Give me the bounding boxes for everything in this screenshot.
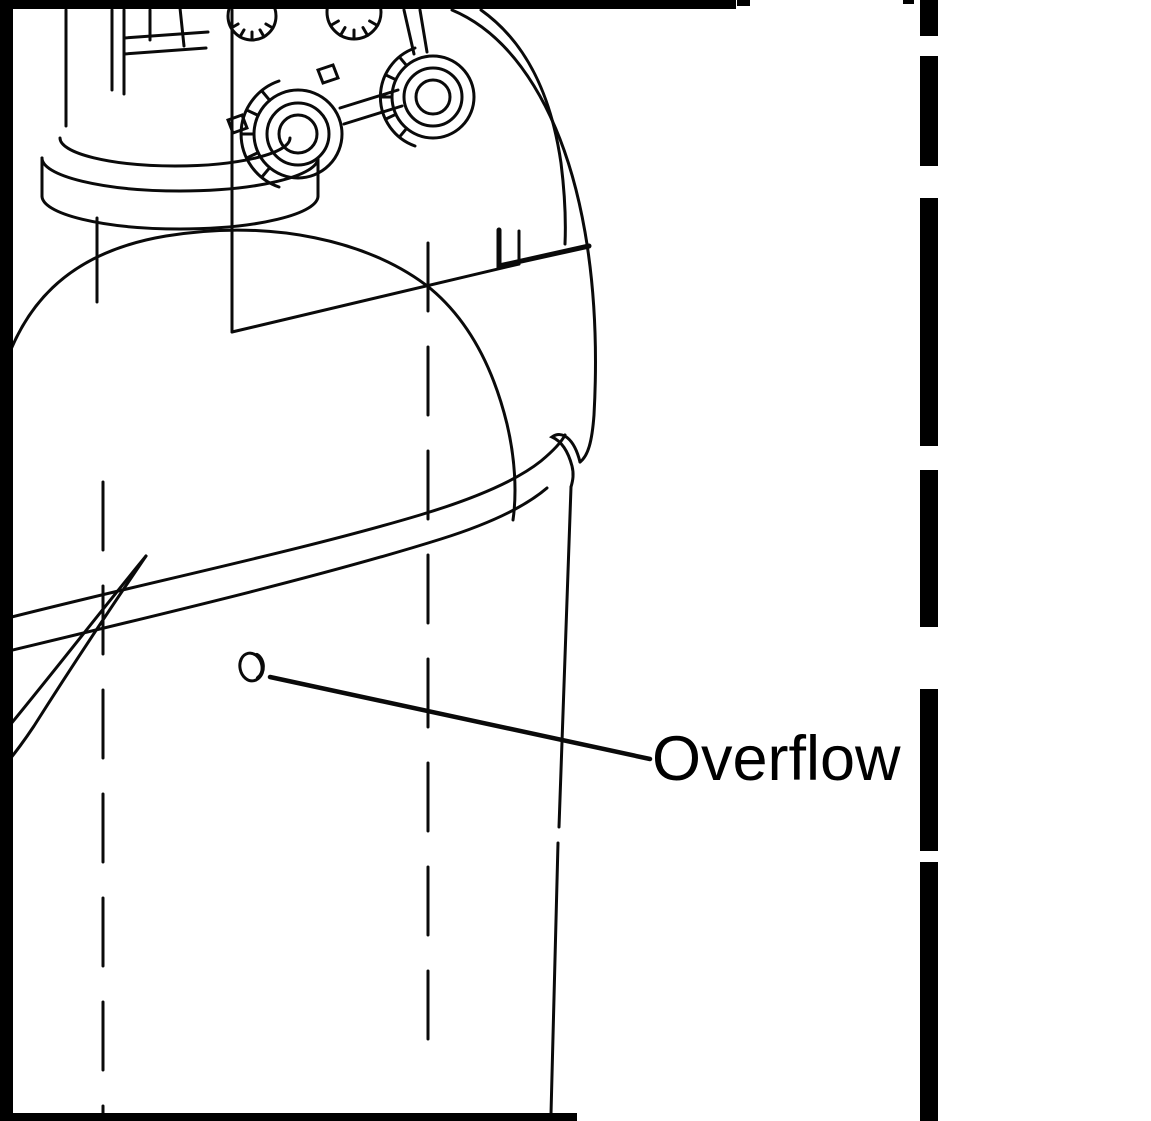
hose-fitting-left [239, 79, 344, 189]
scan-borders [0, 0, 938, 1121]
scan-border-left [0, 0, 13, 1121]
edge-hook [548, 433, 582, 489]
overflow-label: Overflow [652, 724, 901, 794]
overflow-callout [238, 651, 653, 762]
overflow-hole-depth [255, 653, 265, 680]
scan-border-top [0, 0, 736, 9]
softener-drawing [0, 0, 653, 1116]
cutaway-panel [230, 8, 521, 334]
scan-border-right [920, 0, 938, 1121]
corner-step [496, 227, 592, 270]
resin-tank-neck [40, 8, 320, 304]
hose-fitting-right [378, 46, 476, 148]
seam-line [0, 554, 148, 774]
scan-border-bottom [0, 1113, 577, 1121]
leader-line [267, 674, 653, 762]
centerlines [101, 241, 430, 1115]
scan-mark [737, 0, 750, 6]
knurled-knob-icon [325, 0, 383, 41]
clip-icon [316, 63, 340, 85]
clip-icon [226, 113, 249, 135]
seam-line [0, 554, 148, 740]
scan-mark [903, 0, 914, 4]
knurled-knob-icon [226, 0, 278, 42]
cabinet-outline [450, 8, 598, 1116]
valve-assembly [110, 0, 476, 189]
tank-dome [0, 228, 567, 774]
